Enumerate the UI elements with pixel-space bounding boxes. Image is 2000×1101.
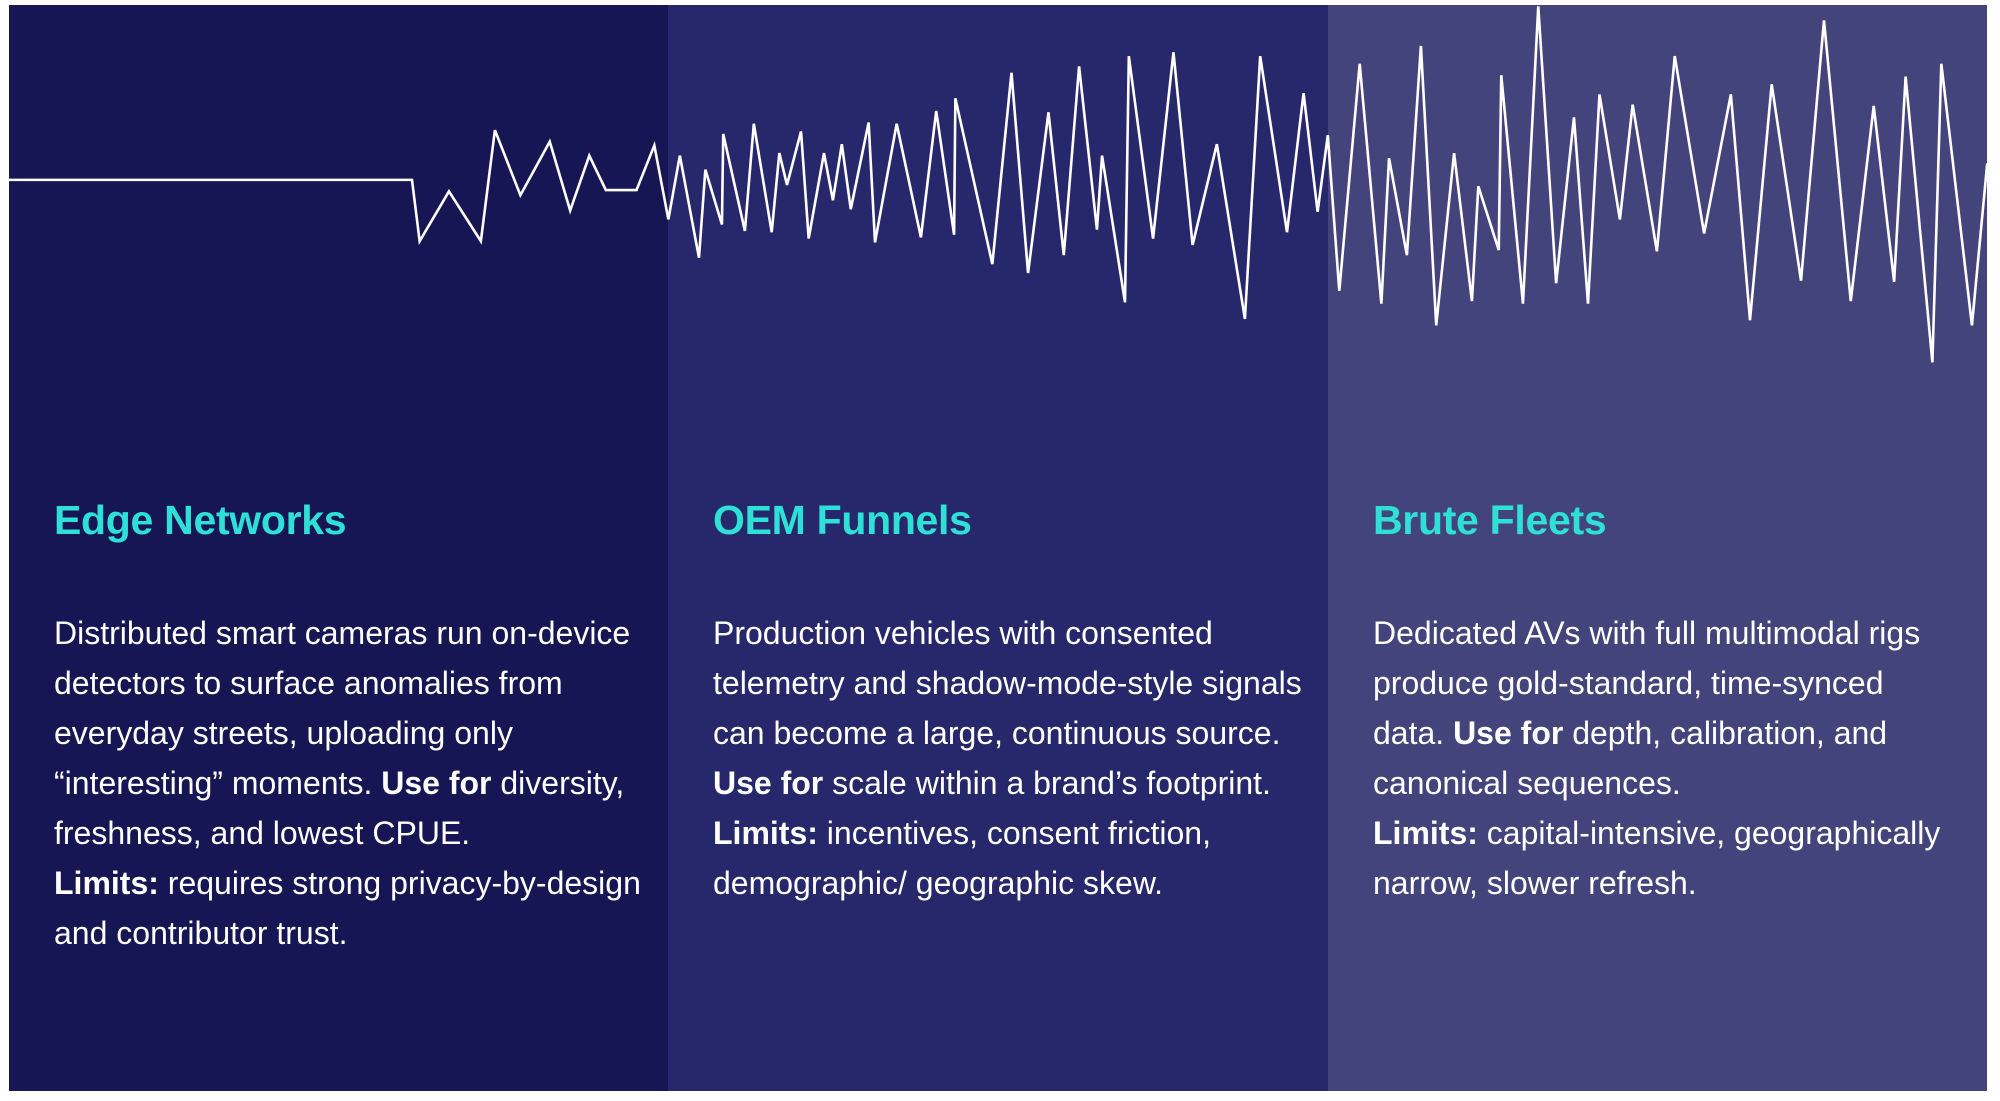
panel-title: OEM Funnels — [713, 497, 972, 543]
use-for-text: depth, calibration, and canonical sequen… — [1373, 715, 1888, 801]
panel-title: Brute Fleets — [1373, 497, 1607, 543]
panel-edge-networks: Edge Networks Distributed smart cameras … — [9, 5, 669, 1091]
limits-label: Limits: — [1373, 815, 1478, 851]
limits-label: Limits: — [54, 865, 159, 901]
use-for-text: scale within a brand’s footprint. — [823, 765, 1271, 801]
panel-oem-funnels: OEM Funnels Production vehicles with con… — [668, 5, 1328, 1091]
panel-description: Distributed smart cameras run on-device … — [54, 608, 644, 958]
intro-text: Distributed smart cameras run on-device … — [54, 615, 631, 801]
panel-brute-fleets: Brute Fleets Dedicated AVs with full mul… — [1328, 5, 1987, 1091]
panel-description: Production vehicles with consented telem… — [713, 608, 1303, 908]
limits-text: capital-intensive, geographically narrow… — [1373, 815, 1941, 901]
intro-text: Dedicated AVs with full multimodal rigs … — [1373, 615, 1921, 751]
use-for-text: diversity, freshness, and lowest CPUE. — [54, 765, 625, 851]
limits-label: Limits: — [713, 815, 818, 851]
panel-description: Dedicated AVs with full multimodal rigs … — [1373, 608, 1963, 908]
use-for-label: Use for — [381, 765, 492, 801]
use-for-label: Use for — [1453, 715, 1564, 751]
use-for-label: Use for — [713, 765, 824, 801]
limits-text: requires strong privacy-by-design and co… — [54, 865, 641, 951]
limits-text: incentives, consent friction, demographi… — [713, 815, 1211, 901]
intro-text: Production vehicles with consented telem… — [713, 615, 1302, 751]
panel-title: Edge Networks — [54, 497, 347, 543]
